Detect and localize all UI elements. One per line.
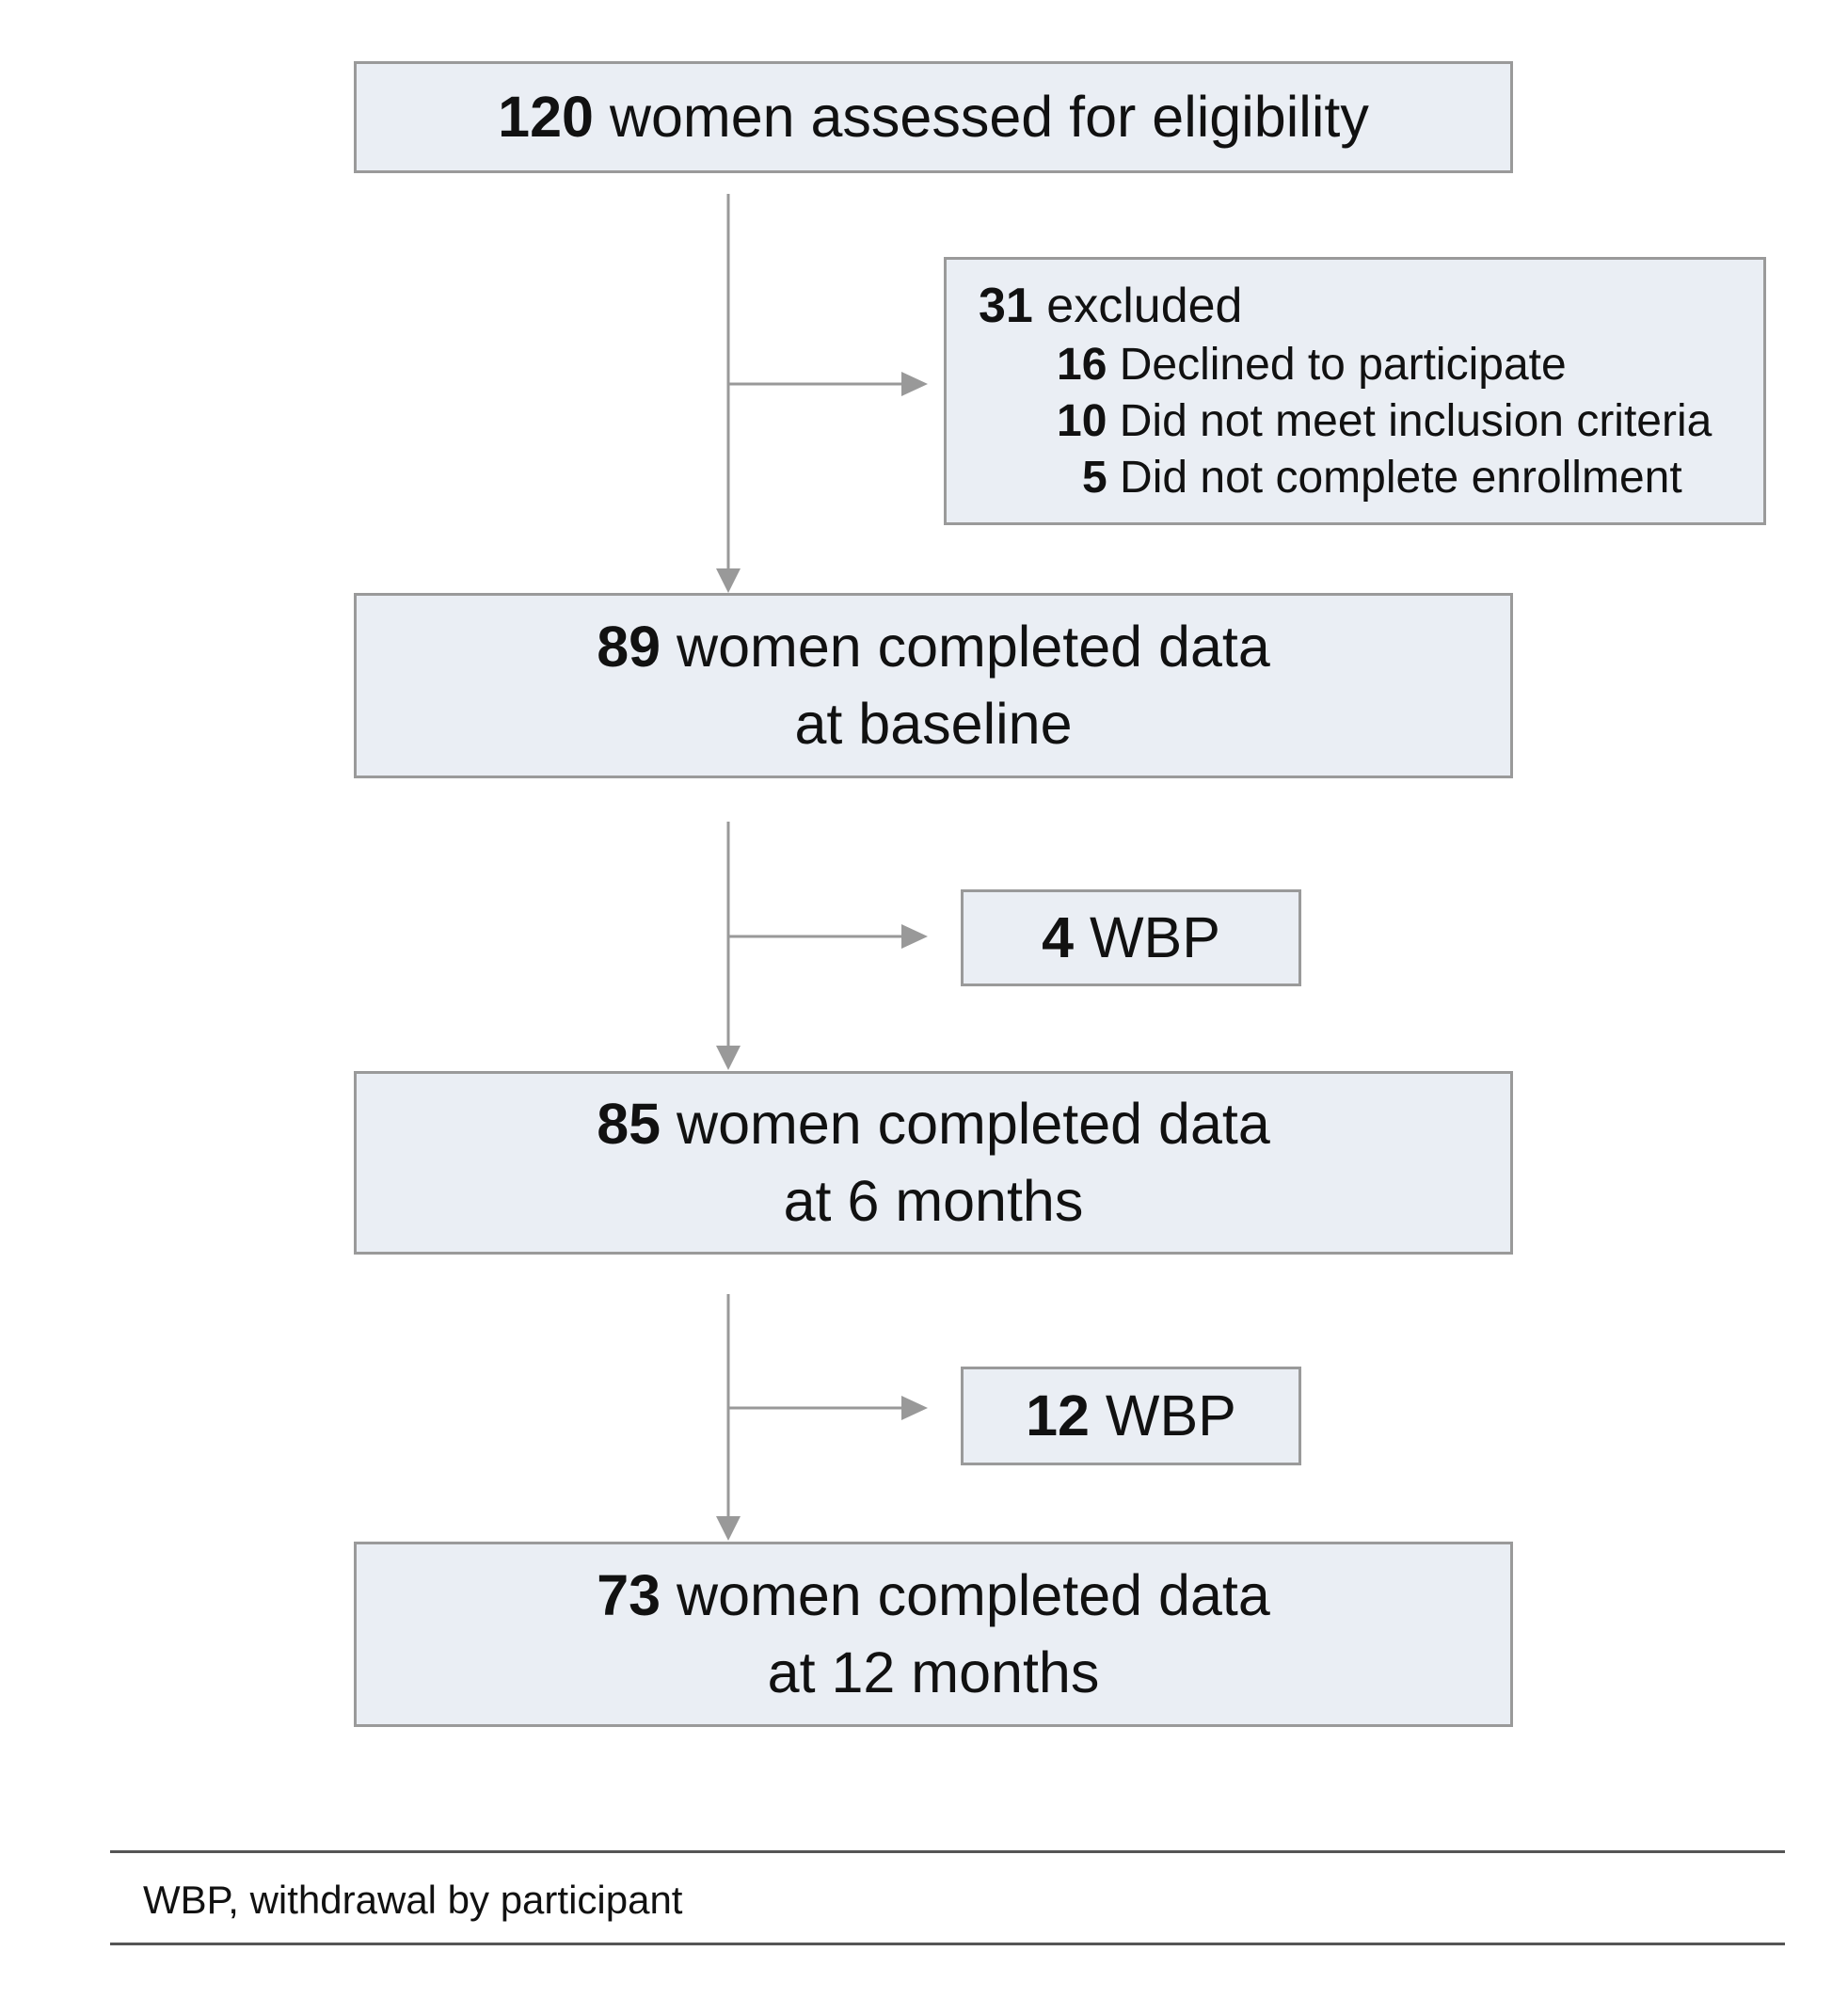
excluded-text: excluded [1046, 279, 1243, 333]
excluded-reason-count: 16 [1057, 340, 1107, 390]
withdrawal-2-count: 12 [1026, 1383, 1090, 1447]
excluded-box: 31 excluded 16 Declined to participate 1… [944, 257, 1766, 525]
arrowhead-right-wbp-1 [901, 924, 928, 949]
arrowhead-right-excluded [901, 372, 928, 396]
excluded-reason: 10 Did not meet inclusion criteria [979, 393, 1712, 450]
arrowhead-down-6m [716, 1046, 741, 1070]
baseline-count: 89 [597, 615, 661, 680]
excluded-count: 31 [979, 279, 1033, 333]
excluded-reason-text: Did not meet inclusion criteria [1119, 396, 1713, 446]
baseline-line-1: 89 women completed data [597, 609, 1270, 685]
six-months-line-1: 85 women completed data [597, 1086, 1270, 1162]
withdrawal-1-text: WBP [1089, 904, 1220, 969]
footnote: WBP, withdrawal by participant [143, 1878, 683, 1922]
six-months-text: women completed data [677, 1092, 1270, 1157]
six-months-line-2: at 6 months [783, 1168, 1084, 1233]
eligibility-text: women assessed for eligibility [609, 84, 1369, 149]
arrowhead-right-wbp-2 [901, 1396, 928, 1420]
arrowhead-down-baseline [716, 568, 741, 593]
eligibility-box: 120 women assessed for eligibility [354, 61, 1513, 173]
eligibility-line: 120 women assessed for eligibility [498, 79, 1369, 155]
twelve-months-box: 73 women completed data at 12 months [354, 1542, 1513, 1727]
withdrawal-box-2: 12 WBP [961, 1367, 1301, 1465]
twelve-months-line-2: at 12 months [767, 1639, 1100, 1704]
excluded-reason-text: Declined to participate [1119, 340, 1567, 390]
baseline-box: 89 women completed data at baseline [354, 593, 1513, 778]
withdrawal-2-line: 12 WBP [1026, 1378, 1236, 1454]
excluded-reason-count: 10 [1057, 396, 1107, 446]
excluded-line: 31 excluded [979, 276, 1242, 337]
withdrawal-1-line: 4 WBP [1042, 900, 1220, 976]
excluded-reason-text: Did not complete enrollment [1120, 453, 1682, 503]
twelve-months-line-1: 73 women completed data [597, 1558, 1270, 1634]
excluded-reason-count: 5 [1082, 453, 1107, 503]
withdrawal-1-count: 4 [1042, 904, 1075, 969]
baseline-text: women completed data [677, 615, 1270, 680]
twelve-months-text: women completed data [677, 1563, 1270, 1628]
six-months-count: 85 [597, 1092, 661, 1157]
twelve-months-count: 73 [597, 1563, 661, 1628]
six-months-box: 85 women completed data at 6 months [354, 1071, 1513, 1255]
excluded-reason: 5 Did not complete enrollment [979, 450, 1682, 506]
withdrawal-box-1: 4 WBP [961, 889, 1301, 986]
footnote-bottom-rule [110, 1943, 1785, 1945]
withdrawal-2-text: WBP [1105, 1383, 1236, 1447]
footnote-top-rule [110, 1850, 1785, 1853]
arrowhead-down-12m [716, 1516, 741, 1541]
eligibility-count: 120 [498, 84, 594, 149]
excluded-reason: 16 Declined to participate [979, 337, 1567, 393]
baseline-line-2: at baseline [794, 691, 1073, 756]
